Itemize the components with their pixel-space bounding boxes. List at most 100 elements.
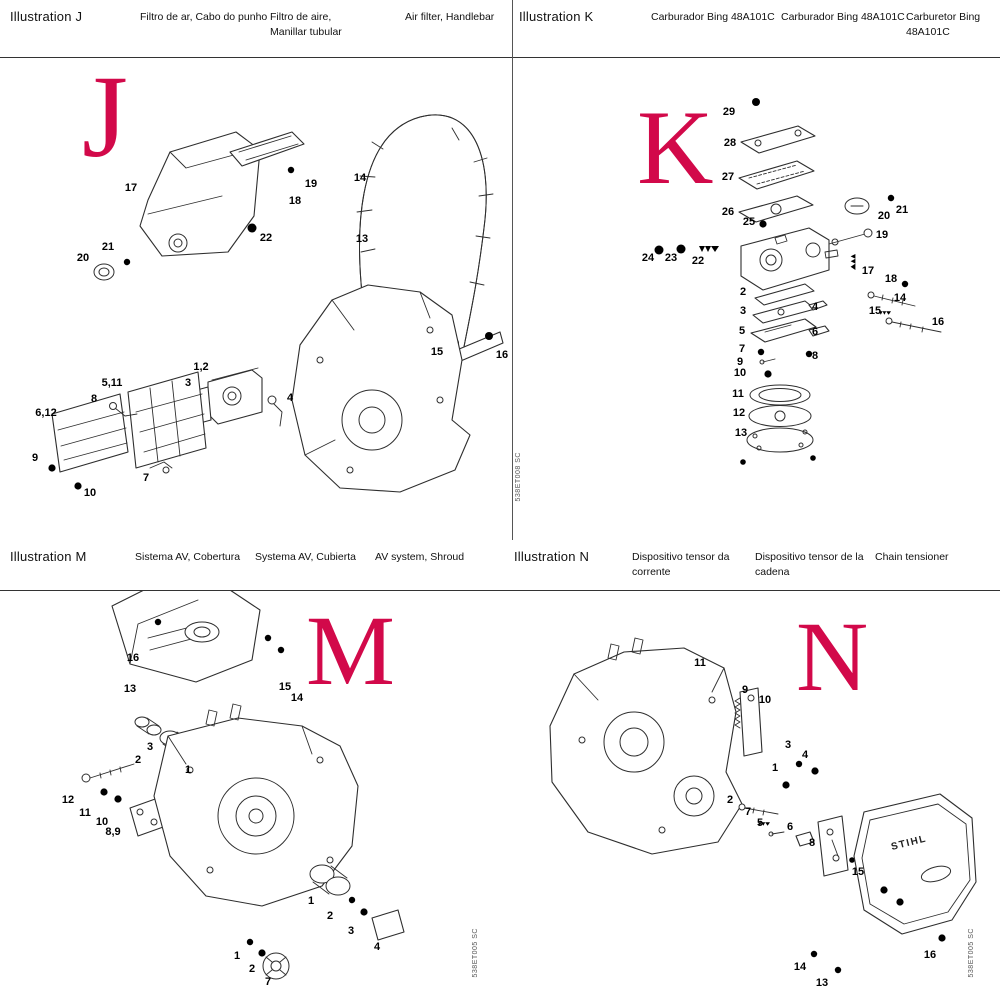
part-number-callout: 6: [786, 821, 794, 833]
part-number-callout: 15: [868, 305, 882, 317]
gasket-27-part: [738, 160, 815, 190]
part-number-callout: 13: [815, 977, 829, 989]
drawing-code: 538ET005 SC: [472, 928, 479, 978]
engine-body-drawing-j: [291, 284, 471, 493]
part-number-callout: 16: [931, 316, 945, 328]
part-number-callout: 1,2: [193, 361, 209, 373]
part-number-callout: 6,12: [35, 407, 57, 419]
illustration-n-header: Illustration N Dispositivo tensor da cor…: [512, 540, 1000, 591]
part-number-callout: 20: [877, 210, 891, 222]
part-number-callout: 23: [664, 252, 678, 264]
washer-24-part: [654, 245, 664, 255]
outer-cover-drawing: [51, 393, 129, 473]
tensioner-blade-part: [734, 687, 763, 757]
part-number-callout: 5,11: [101, 377, 123, 389]
part-number-callout: 10: [758, 694, 772, 706]
part-number-callout: 2: [248, 963, 256, 975]
part-number-callout: 12: [732, 407, 746, 419]
illustration-j-drawing: [0, 0, 512, 540]
engine-housing-n: [549, 637, 743, 855]
part-number-callout: 7: [264, 976, 272, 988]
caption-spanish: Systema AV, Cubierta: [255, 551, 356, 563]
part-number-callout: 9: [31, 452, 39, 464]
part-number-callout: 18: [884, 273, 898, 285]
part-number-callout: 28: [723, 137, 737, 149]
spring-17-part: [850, 254, 856, 270]
illustration-k-title: Illustration K: [519, 9, 594, 24]
part-number-callout: 14: [793, 961, 807, 973]
illustration-m-header: Illustration M Sistema AV, Cobertura Sys…: [0, 540, 512, 591]
section-letter-j: J: [82, 51, 128, 182]
choke-rod-8-part: [109, 402, 138, 417]
part-number-callout: 16: [126, 652, 140, 664]
part-number-callout: 13: [734, 427, 748, 439]
screw-10-part: [74, 482, 82, 499]
caption-spanish: Carburador Bing 48A101C: [781, 11, 905, 23]
illustration-k-header: Illustration K Carburador Bing 48A101C C…: [513, 0, 1000, 58]
tensioner-screw-3-part: [795, 760, 803, 776]
quadrant-illustration-j: Illustration J Filtro de ar, Cabo do pun…: [0, 0, 512, 540]
screw-12-assembly: [81, 763, 167, 837]
illustration-m-title: Illustration M: [10, 549, 87, 564]
sprocket-cover-drawing: STIHL: [853, 793, 977, 935]
section-letter-m: M: [306, 595, 395, 706]
engine-housing-m: [153, 703, 359, 907]
nut-22-part: [247, 223, 257, 233]
part-number-callout: 2: [739, 286, 747, 298]
part-number-callout: 19: [875, 229, 889, 241]
part-number-callout: 3: [146, 741, 154, 753]
part-number-callout: 7: [744, 806, 752, 818]
drawing-code: 538ET008 SC: [515, 452, 522, 502]
pin-9-part: [759, 358, 776, 365]
part-number-callout: 11: [732, 388, 744, 400]
part-number-callout: 13: [123, 683, 137, 695]
part-number-callout: 17: [861, 265, 875, 277]
washer-25-part: [759, 220, 767, 228]
section-letter-k: K: [637, 89, 714, 206]
part-number-callout: 1: [233, 950, 241, 962]
tensioner-nut-4-part: [811, 767, 819, 775]
part-number-callout: 16: [923, 949, 937, 961]
part-number-callout: 14: [893, 292, 907, 304]
caption-spanish: Dispositivo tensor de la cadena: [755, 551, 864, 578]
part-number-callout: 22: [259, 232, 273, 244]
spring-22-part: [699, 246, 719, 252]
part-number-callout: 21: [895, 204, 909, 216]
part-number-callout: 8: [90, 393, 98, 405]
knob-assembly: [241, 937, 290, 980]
part-number-callout: 27: [721, 171, 735, 183]
part-number-callout: 13: [355, 233, 369, 245]
caption-portuguese: Sistema AV, Cobertura: [135, 551, 241, 563]
needle-screw-14-part: [867, 291, 916, 307]
part-number-callout: 4: [811, 301, 819, 313]
part-number-callout: 8: [811, 350, 819, 362]
gasket-4-part: [808, 300, 828, 311]
part-number-callout: 3: [739, 305, 747, 317]
part-number-callout: 3: [784, 739, 792, 751]
part-number-callout: 19: [304, 178, 318, 190]
choke-lever-7-part: [149, 461, 173, 474]
part-number-callout: 4: [373, 941, 381, 953]
part-number-callout: 15: [430, 346, 444, 358]
part-number-callout: 18: [288, 195, 302, 207]
screw-9-part: [48, 464, 56, 481]
quadrant-illustration-m: Illustration M Sistema AV, Cobertura Sys…: [0, 540, 512, 1000]
tensioner-block-6-part: [795, 831, 815, 847]
part-number-callout: 2: [726, 794, 734, 806]
part-number-callout: 3: [347, 925, 355, 937]
pump-body-5-part: [750, 318, 817, 343]
nut-23-part: [676, 244, 686, 254]
needle-screw-16-part: [885, 317, 942, 333]
lever-19-part: [828, 228, 873, 246]
part-number-callout: 1: [307, 895, 315, 907]
part-number-callout: 26: [721, 206, 735, 218]
part-number-callout: 24: [641, 252, 655, 264]
caption-portuguese: Carburador Bing 48A101C: [651, 11, 775, 23]
part-number-callout: 2: [134, 754, 142, 766]
part-number-callout: 22: [691, 255, 705, 267]
part-number-callout: 5: [738, 325, 746, 337]
plate-6-part: [808, 325, 830, 337]
illustration-m-drawing: [0, 540, 512, 1000]
caption-english: Air filter, Handlebar: [405, 11, 495, 23]
caption-portuguese: Filtro de ar, Cabo do punho: [140, 11, 268, 23]
